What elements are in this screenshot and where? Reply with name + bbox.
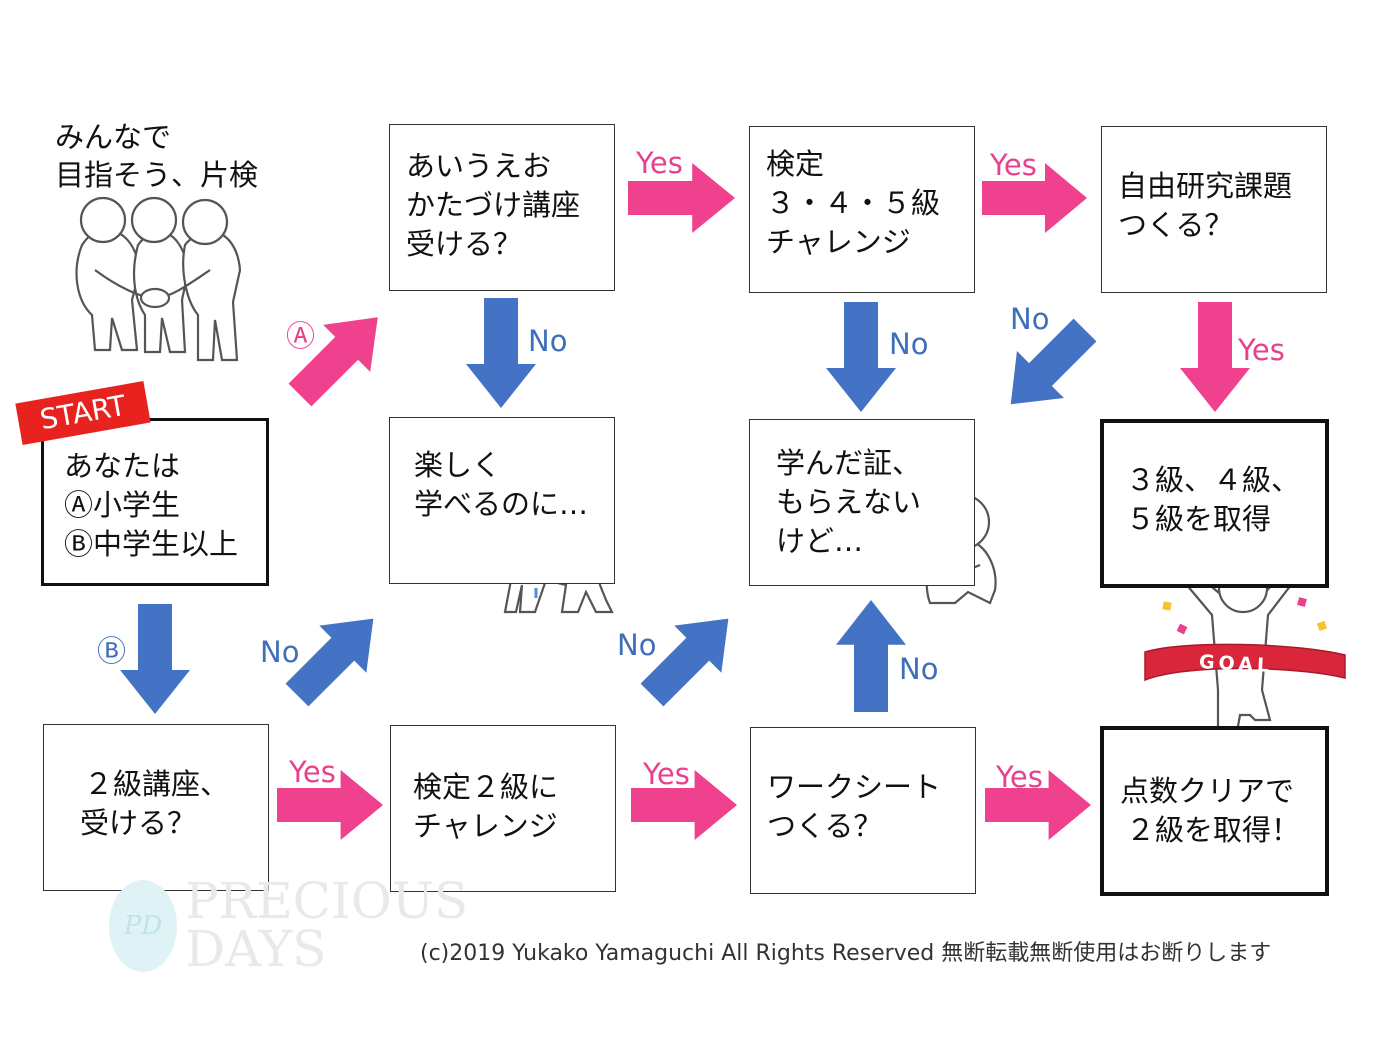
arrow-label-b: Ⓑ bbox=[97, 634, 127, 668]
box-line: 受ける？ bbox=[80, 806, 197, 840]
arrow-label-no: No bbox=[260, 635, 300, 669]
box-line: ２級講座、 bbox=[84, 767, 230, 801]
box-line: ワークシート bbox=[767, 770, 942, 804]
watermark-logo: PD PRECIOUS DAYS bbox=[105, 872, 468, 982]
copyright-notice: (c)2019 Yukako Yamaguchi All Rights Rese… bbox=[420, 941, 1272, 966]
intro-line: みんなで bbox=[55, 120, 172, 154]
arrow-b-start-to-kyu2course bbox=[120, 604, 190, 714]
box-line: つくる？ bbox=[1118, 208, 1234, 242]
box-line: ２級を取得！ bbox=[1126, 813, 1301, 847]
box-line: あいうえお bbox=[406, 149, 552, 183]
kentei-2-box: 検定２級に チャレンジ bbox=[390, 725, 616, 892]
box-line: 自由研究課題 bbox=[1118, 169, 1293, 203]
box-line: 学んだ証、 bbox=[776, 446, 922, 480]
arrow-label-yes: Yes bbox=[1238, 333, 1285, 367]
start-question-box: あなたは Ⓐ小学生 Ⓑ中学生以上 bbox=[41, 418, 269, 586]
manabi-akashi-box: 学んだ証、 もらえない けど… bbox=[749, 419, 975, 586]
box-line: けど… bbox=[776, 524, 864, 558]
box-line: もらえない bbox=[776, 485, 922, 519]
tanoshiku-box: 楽しく 学べるのに… bbox=[389, 417, 615, 584]
box-line: ５級を取得 bbox=[1126, 502, 1272, 536]
team-people-illustration bbox=[75, 196, 242, 362]
no-arrow-kentei345-to-manabi bbox=[826, 302, 896, 412]
arrow-label-yes: Yes bbox=[636, 146, 683, 180]
box-line: つくる？ bbox=[767, 809, 883, 843]
watermark-line: DAYS bbox=[185, 920, 327, 978]
result-2-box: 点数クリアで ２級を取得！ bbox=[1100, 726, 1329, 896]
worksheet-box: ワークシート つくる？ bbox=[750, 727, 976, 894]
intro-line: 目指そう、片検 bbox=[55, 158, 259, 192]
arrow-label-yes: Yes bbox=[990, 148, 1037, 182]
box-line: かたづけ講座 bbox=[406, 188, 581, 222]
kentei-345-box: 検定 ３・４・５級 チャレンジ bbox=[749, 126, 975, 293]
box-line: チャレンジ bbox=[413, 809, 558, 843]
result-345-box: ３級、４級、 ５級を取得 bbox=[1100, 419, 1329, 588]
box-line: ３級、４級、 bbox=[1126, 463, 1301, 497]
jiyu-kenkyu-box: 自由研究課題 つくる？ bbox=[1101, 126, 1327, 293]
arrow-label-no: No bbox=[899, 652, 939, 686]
kyu2-course-box: ２級講座、 受ける？ bbox=[43, 724, 269, 891]
arrow-label-no: No bbox=[1010, 302, 1050, 336]
arrow-label-a: Ⓐ bbox=[286, 319, 316, 353]
watermark-monogram-icon: PD bbox=[109, 880, 177, 972]
watermark-monogram: PD bbox=[123, 911, 162, 941]
goal-tape-label: GOAL bbox=[1198, 651, 1274, 677]
box-line: 受ける？ bbox=[406, 227, 523, 261]
box-line: 点数クリアで bbox=[1120, 774, 1295, 808]
box-line: 検定２級に bbox=[413, 770, 559, 804]
box-line: ３・４・５級 bbox=[766, 186, 941, 220]
box-line: あなたは bbox=[64, 449, 181, 483]
aiueo-course-box: あいうえお かたづけ講座 受ける？ bbox=[389, 124, 615, 291]
box-line: 学べるのに… bbox=[414, 487, 589, 521]
arrow-label-no: No bbox=[889, 327, 929, 361]
box-line: チャレンジ bbox=[766, 225, 911, 259]
no-arrow-worksheet-to-manabi bbox=[836, 600, 906, 712]
box-line: Ⓐ小学生 bbox=[64, 488, 181, 522]
watermark-line: PRECIOUS bbox=[185, 872, 469, 930]
no-arrow-aiueo-to-tanoshiku bbox=[466, 298, 536, 408]
box-line: 検定 bbox=[766, 147, 825, 181]
intro-text: みんなで 目指そう、片検 bbox=[55, 118, 258, 194]
box-line: Ⓑ中学生以上 bbox=[64, 527, 239, 561]
arrow-label-yes: Yes bbox=[289, 755, 336, 789]
arrow-label-yes: Yes bbox=[996, 760, 1043, 794]
arrow-label-no: No bbox=[617, 628, 657, 662]
arrow-label-no: No bbox=[528, 324, 568, 358]
arrow-label-yes: Yes bbox=[643, 757, 690, 791]
box-line: 楽しく bbox=[414, 448, 502, 482]
